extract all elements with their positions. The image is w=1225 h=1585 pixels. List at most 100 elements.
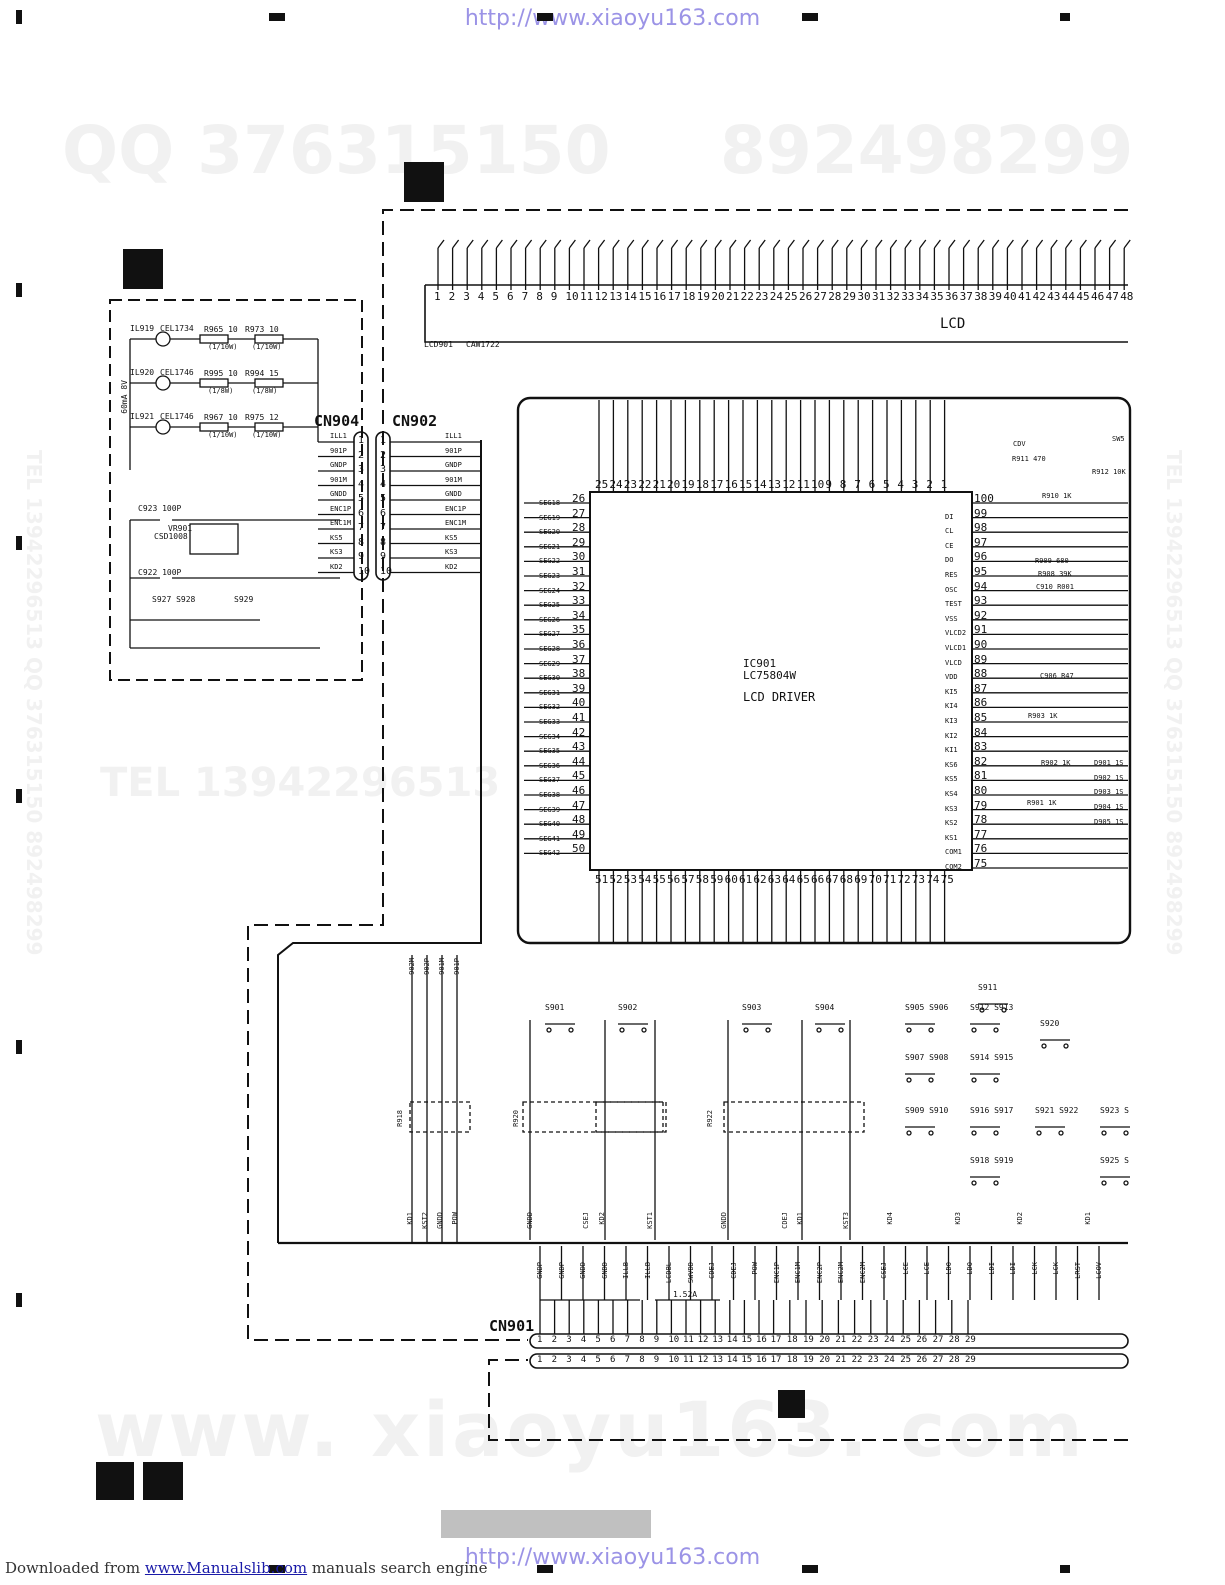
- ic-pin-name: SEG34: [539, 732, 561, 741]
- part-ref: R911 470: [1012, 455, 1046, 463]
- ic-pin-name: KS3: [945, 804, 958, 813]
- cn901-label: CN901: [489, 1317, 535, 1335]
- ic-pin-number: 45: [572, 769, 586, 783]
- lcd-pin-number: 34: [915, 290, 930, 303]
- registration-mark: [802, 1565, 818, 1573]
- bottom-signal: GNDD: [720, 1212, 728, 1229]
- registration-mark: [269, 1565, 285, 1573]
- ic-pin-number: 85: [974, 711, 988, 724]
- lcd-pin-number: 10: [565, 290, 579, 303]
- ic-pin-number: 20: [667, 478, 681, 491]
- wire: [933, 239, 941, 249]
- ic-pin-name: SEG35: [539, 747, 561, 756]
- ic-pin-number: 13: [767, 478, 782, 491]
- cn901-signal: ENC2M: [858, 1262, 867, 1284]
- ic-pin-number: 15: [739, 478, 753, 491]
- switch-ref: S916 S917: [970, 1106, 1014, 1115]
- resistor: [254, 378, 284, 388]
- lamp-ref: IL920: [130, 368, 155, 377]
- switch-contact: [993, 1180, 999, 1186]
- fuse-label: 1.52A: [673, 1290, 698, 1299]
- section-marker: [143, 1462, 183, 1500]
- ic-pin-number: 74: [926, 873, 940, 886]
- switch-ref: S923 S: [1100, 1106, 1129, 1115]
- wire: [612, 239, 620, 249]
- wire: [481, 239, 489, 249]
- ic-pin-number: 29: [572, 535, 586, 549]
- wire: [1036, 239, 1044, 249]
- cn901-pin: 15: [741, 1335, 753, 1345]
- ic-pin-number: 43: [572, 740, 586, 754]
- ic-pin-number: 6: [868, 478, 876, 491]
- ic-pin-name: SEG21: [539, 542, 561, 551]
- wire: [685, 239, 693, 249]
- vr-part: CSD1008: [154, 532, 188, 541]
- switch-contact: [906, 1027, 912, 1033]
- resistor-array-ref: R918: [396, 1110, 404, 1127]
- cn904-pin: 6: [358, 507, 365, 519]
- registration-mark: [802, 13, 818, 21]
- ic-pin-number: 53: [623, 873, 638, 886]
- wire: [671, 239, 679, 249]
- wire: [773, 239, 781, 249]
- ic-pin-number: 80: [974, 784, 988, 797]
- switch-contact: [1058, 1130, 1064, 1136]
- cn901-signal: ENC2P: [815, 1262, 824, 1284]
- ic-pin-number: 49: [572, 827, 586, 841]
- wire: [700, 239, 708, 249]
- cn904-signal: 901P: [330, 446, 347, 455]
- lamp: [155, 419, 171, 435]
- ic-pin-name: VLCD1: [945, 644, 967, 652]
- switch-ref: S901: [545, 1003, 565, 1012]
- ic-pin-name: SEG27: [539, 630, 561, 639]
- section-marker: [404, 162, 444, 202]
- cn901-pin: 9: [653, 1355, 660, 1365]
- cn901-pin: 16: [756, 1335, 767, 1345]
- ic-name: LCD DRIVER: [743, 690, 816, 704]
- ic-pin-name: COM2: [945, 863, 962, 871]
- ic-pin-number: 61: [739, 873, 753, 886]
- cn904-signal: ILL1: [330, 432, 347, 440]
- ic-pin-number: 9: [825, 478, 833, 491]
- cn901-pin: 10: [668, 1335, 680, 1345]
- lcd-part: CAW1722: [466, 340, 500, 349]
- lamp-supply: 60mA 8V: [120, 380, 129, 414]
- switch-ref: S911: [978, 983, 998, 992]
- lcd-pin-number: 47: [1105, 290, 1119, 303]
- resistor-power: (1/8W): [208, 387, 234, 395]
- switch-contact: [838, 1027, 844, 1033]
- ic-pin-number: 40: [572, 696, 586, 710]
- ic-pin-number: 92: [974, 608, 988, 622]
- registration-mark: [1060, 13, 1070, 21]
- ic-pin-name: SEG23: [539, 572, 561, 580]
- resistor-array-ref: R922: [706, 1110, 714, 1127]
- switch-contact: [568, 1027, 574, 1033]
- lcd-pin-number: 24: [769, 290, 784, 303]
- switch-contact: [1036, 1130, 1042, 1136]
- cn904-signal: KS5: [330, 533, 343, 542]
- cn901-pin: 14: [726, 1355, 738, 1365]
- part-ref: D905 1S: [1094, 818, 1124, 826]
- switch-contact: [971, 1077, 977, 1083]
- cn901-pin: 15: [741, 1355, 753, 1365]
- switch-contact: [928, 1077, 934, 1083]
- ic-pin-number: 11: [796, 478, 810, 491]
- ic-ref: IC901: [743, 657, 777, 670]
- cn902-signal: KS5: [445, 533, 458, 542]
- ic-pin-number: 52: [609, 873, 623, 886]
- switch-ref: S920: [1040, 1019, 1060, 1028]
- wire: [1050, 239, 1058, 249]
- ic-pin-number: 22: [638, 478, 652, 491]
- ic-pin-name: SEG26: [539, 615, 561, 624]
- manualslib-link[interactable]: www.Manualslib.com: [144, 1559, 308, 1577]
- ic-pin-number: 31: [572, 565, 586, 578]
- cn902-pin: 3: [380, 464, 387, 475]
- lcd-pin-number: 9: [550, 290, 558, 303]
- watermark-tel: TEL 13942296513: [100, 760, 501, 806]
- resistor-ref: R967 10: [204, 413, 238, 422]
- wire: [992, 239, 1000, 249]
- section-marker: [778, 1390, 805, 1418]
- bottom-signal: KD3: [954, 1212, 962, 1225]
- part-ref: D902 1S: [1094, 774, 1124, 782]
- ic-pin-number: 99: [974, 506, 988, 520]
